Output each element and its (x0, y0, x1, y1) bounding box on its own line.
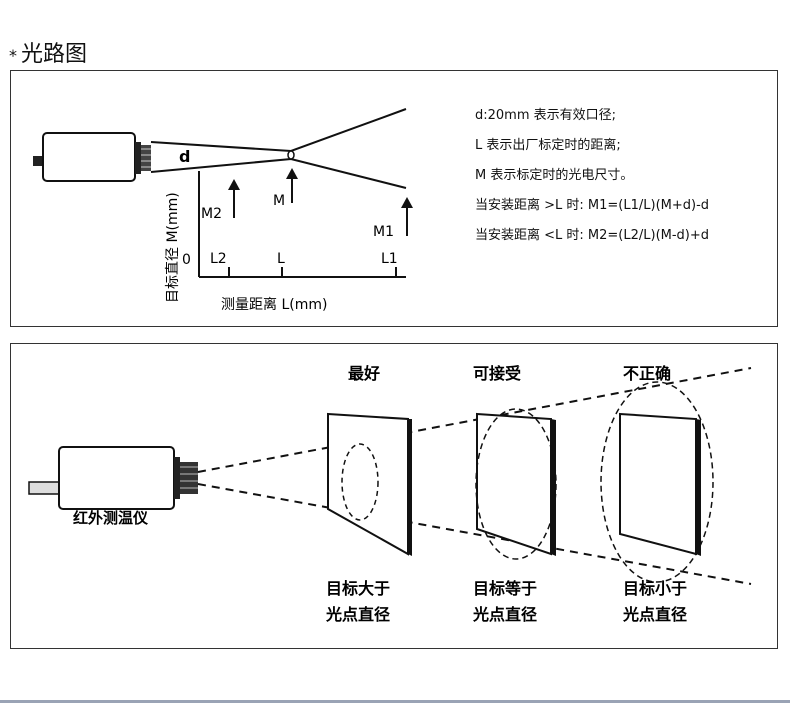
spot-small (341, 443, 379, 521)
caption-large-1: 目标大于 (326, 579, 390, 598)
caption-equal-1: 目标等于 (473, 579, 537, 598)
sensor-body (42, 132, 136, 182)
device-collar (174, 457, 180, 499)
sensor-cable (33, 156, 43, 166)
label-m1: M1 (373, 224, 394, 240)
heading-acceptable: 可接受 (473, 364, 521, 383)
title-star: * (9, 45, 17, 65)
caption-small-2: 光点直径 (622, 605, 687, 624)
caption-large-2: 光点直径 (325, 605, 390, 624)
sensor-collar (135, 142, 141, 174)
page-title: *光路图 (9, 36, 87, 68)
title-text: 光路图 (21, 42, 88, 67)
device-body (58, 446, 175, 510)
target-large (327, 412, 409, 556)
spot-equal (475, 408, 557, 560)
tick-l2: L2 (210, 251, 227, 267)
lens-label: d (179, 147, 190, 166)
legend-line-2: L 表示出厂标定时的距离; (475, 138, 621, 153)
target-small (619, 412, 697, 556)
legend-line-3: M 表示标定时的光电尺寸。 (475, 168, 634, 183)
target-equal (476, 412, 552, 556)
heading-best: 最好 (348, 364, 380, 383)
legend-line-1: d:20mm 表示有效口径; (475, 108, 617, 123)
spot-size-panel: 红外测温仪 最好 可接受 不正确 目标大于 光点直径 目标等于 光点直径 目标小… (10, 343, 778, 649)
optical-path-panel: d 目标直径 M(mm) 测量距离 L(mm) 0 L2 L L1 M2 M M… (10, 70, 778, 327)
legend-line-5: 当安装距离 <L 时: M2=(L2/L)(M-d)+d (475, 228, 710, 243)
device-lens (180, 462, 198, 494)
optical-path-diagram: d 目标直径 M(mm) 测量距离 L(mm) 0 L2 L L1 M2 M M… (33, 108, 413, 313)
origin-label: 0 (182, 252, 191, 268)
beam-upper (150, 108, 407, 153)
label-m: M (273, 193, 285, 209)
heading-incorrect: 不正确 (623, 364, 671, 383)
caption-equal-2: 光点直径 (472, 605, 537, 624)
cone-lower (197, 483, 752, 585)
x-axis-label: 测量距离 L(mm) (221, 296, 327, 313)
caption-small-1: 目标小于 (623, 579, 687, 598)
footer-divider (0, 700, 790, 703)
spot-large (600, 381, 714, 583)
y-axis-label: 目标直径 M(mm) (164, 192, 181, 303)
cone-upper (197, 367, 752, 473)
focus-point (287, 150, 295, 160)
tick-l: L (277, 251, 285, 267)
device-cable (28, 481, 60, 495)
label-m2: M2 (201, 206, 222, 222)
spot-size-diagram: 红外测温仪 最好 可接受 不正确 目标大于 光点直径 目标等于 光点直径 目标小… (28, 364, 752, 624)
tick-l1: L1 (381, 251, 398, 267)
sensor-thread (141, 145, 151, 171)
legend-line-4: 当安装距离 >L 时: M1=(L1/L)(M+d)-d (475, 198, 710, 213)
device-label: 红外测温仪 (73, 509, 149, 527)
